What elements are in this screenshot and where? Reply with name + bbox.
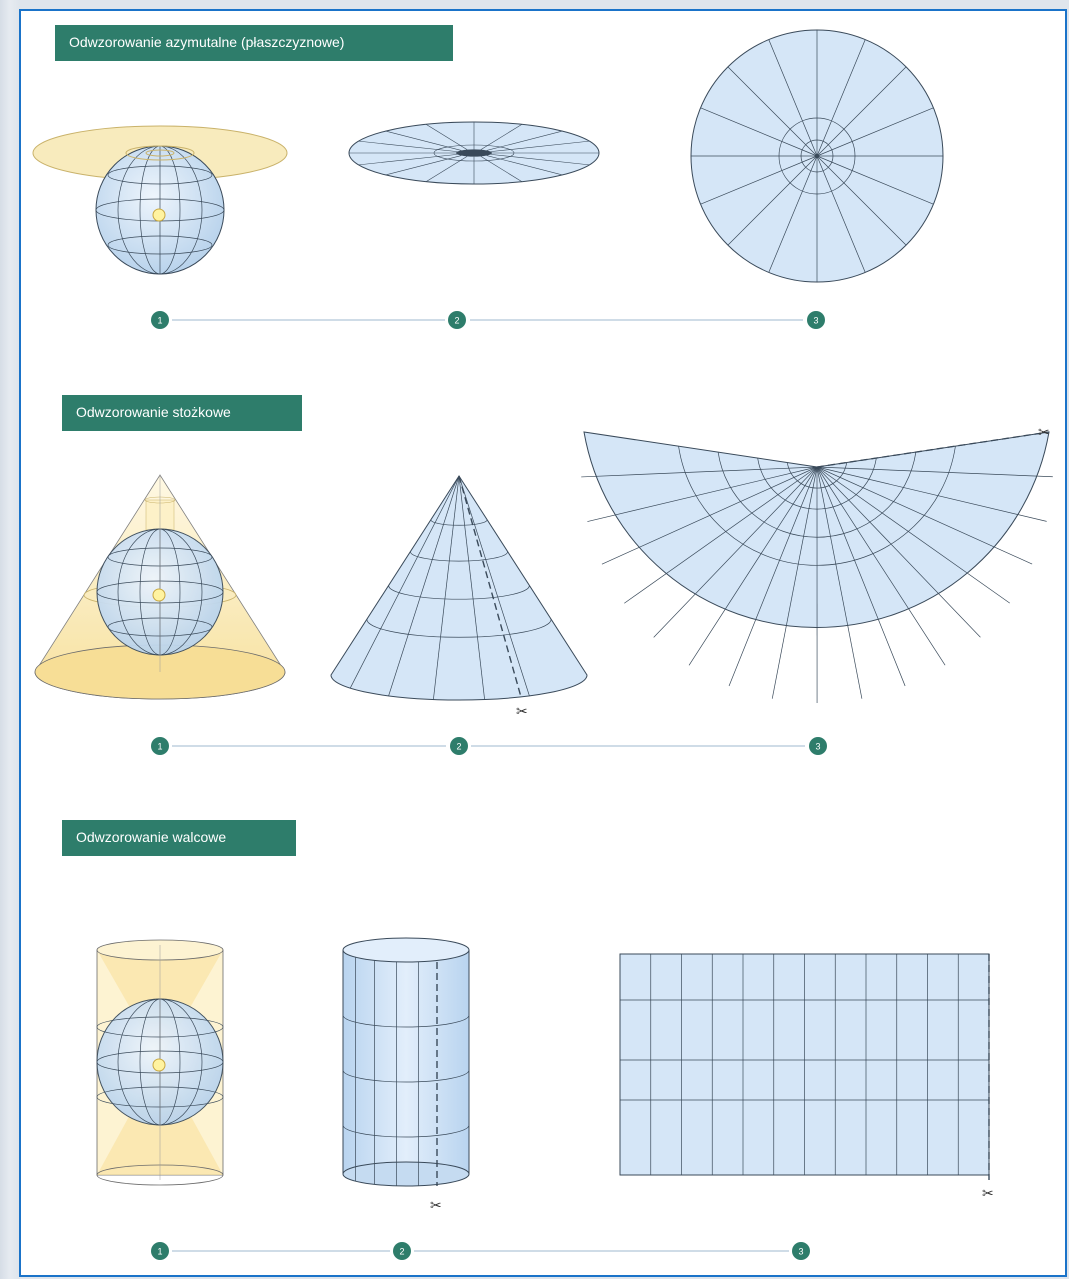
azimuthal-step1-globe-plane bbox=[32, 125, 288, 275]
meridian-line bbox=[771, 466, 818, 699]
lightbulb-icon bbox=[152, 588, 166, 602]
cylindrical-step3-rectangle: ✂ bbox=[619, 953, 994, 1201]
step-number: 2 bbox=[456, 742, 461, 752]
meridian-line bbox=[624, 466, 818, 604]
meridian-line bbox=[700, 107, 818, 157]
parallel-line bbox=[388, 585, 530, 600]
meridian-line bbox=[816, 155, 934, 205]
step-number: 2 bbox=[399, 1247, 404, 1257]
meridian-line bbox=[653, 466, 818, 638]
timeline-section2: 1 2 3 bbox=[151, 737, 827, 755]
parallel-line bbox=[786, 462, 848, 489]
parallel-line bbox=[430, 519, 488, 526]
step-number: 2 bbox=[454, 316, 459, 326]
section-title-conic: Odwzorowanie stożkowe bbox=[62, 395, 302, 431]
meridian-line bbox=[385, 130, 462, 151]
meridian-line bbox=[816, 466, 1053, 478]
step-marker-3 bbox=[807, 311, 825, 329]
meridian-line bbox=[385, 155, 462, 176]
conic-step3-unrolled: ✂ bbox=[581, 424, 1053, 704]
timeline-section3: 1 2 3 bbox=[151, 1242, 810, 1260]
meridian-line bbox=[816, 466, 906, 687]
step-number: 3 bbox=[815, 742, 820, 752]
meridian-line bbox=[816, 466, 981, 638]
meridian-line bbox=[601, 466, 818, 565]
step-marker-3 bbox=[792, 1242, 810, 1260]
meridian-line bbox=[700, 155, 818, 205]
meridian-line bbox=[768, 155, 818, 273]
meridian-line bbox=[816, 155, 866, 273]
meridian-line bbox=[816, 466, 1010, 604]
meridian-line bbox=[581, 466, 818, 478]
step-number: 1 bbox=[157, 1247, 162, 1257]
meridian-line bbox=[433, 475, 460, 700]
meridian-line bbox=[486, 130, 563, 151]
azimuthal-step3-disc bbox=[690, 29, 944, 283]
parallel-line bbox=[678, 446, 956, 566]
timeline-section1: 1 2 3 bbox=[151, 311, 825, 329]
meridian-line bbox=[490, 154, 590, 166]
meridian-line bbox=[727, 66, 818, 157]
cylindrical-step2-cylinder: ✂ bbox=[342, 937, 470, 1213]
meridian-line bbox=[816, 155, 907, 246]
step-marker-2 bbox=[450, 737, 468, 755]
lightbulb-icon bbox=[152, 208, 166, 222]
step-number: 1 bbox=[157, 742, 162, 752]
meridian-line bbox=[486, 155, 563, 176]
meridian-line bbox=[816, 66, 907, 157]
step-marker-3 bbox=[809, 737, 827, 755]
meridian-line bbox=[458, 475, 530, 696]
meridian-line bbox=[816, 39, 866, 157]
meridian-line bbox=[358, 154, 458, 166]
step-marker-2 bbox=[393, 1242, 411, 1260]
meridian-line bbox=[349, 475, 460, 689]
meridian-line bbox=[728, 466, 818, 687]
cylindrical-step1-globe-cylinder bbox=[96, 939, 224, 1186]
azimuthal-step2-plane bbox=[348, 121, 600, 185]
meridian-line bbox=[816, 466, 863, 699]
scissors-icon: ✂ bbox=[1038, 424, 1050, 440]
meridian-line bbox=[388, 475, 460, 696]
parallel-line bbox=[342, 1069, 470, 1083]
meridian-line bbox=[458, 475, 485, 700]
meridian-line bbox=[816, 466, 1033, 565]
step-number: 3 bbox=[813, 316, 818, 326]
scissors-icon: ✂ bbox=[430, 1197, 442, 1213]
meridian-line bbox=[490, 140, 590, 152]
step-number: 1 bbox=[157, 316, 162, 326]
parallel-line bbox=[717, 452, 917, 538]
step-number: 3 bbox=[798, 1247, 803, 1257]
step-marker-1 bbox=[151, 737, 169, 755]
conic-step2-cone: ✂ bbox=[330, 475, 588, 719]
meridian-line bbox=[768, 39, 818, 157]
step-marker-1 bbox=[151, 311, 169, 329]
parallel-line bbox=[366, 619, 552, 638]
lightbulb-icon bbox=[152, 1058, 166, 1072]
step-marker-2 bbox=[448, 311, 466, 329]
meridian-line bbox=[816, 466, 946, 666]
meridian-line bbox=[688, 466, 818, 666]
meridian-line bbox=[358, 140, 458, 152]
meridian-line bbox=[816, 466, 1047, 522]
section-title-cylindrical: Odwzorowanie walcowe bbox=[62, 820, 296, 856]
parallel-line bbox=[342, 1124, 470, 1138]
conic-step1-globe-cone bbox=[34, 474, 286, 700]
step-marker-1 bbox=[151, 1242, 169, 1260]
scissors-icon: ✂ bbox=[516, 703, 528, 719]
parallel-line bbox=[342, 1014, 470, 1028]
section-title-azimuthal: Odwzorowanie azymutalne (płaszczyznowe) bbox=[55, 25, 453, 61]
meridian-line bbox=[587, 466, 818, 522]
meridian-line bbox=[816, 107, 934, 157]
parallel-line bbox=[757, 457, 877, 510]
meridian-line bbox=[727, 155, 818, 246]
parallel-line bbox=[410, 551, 508, 562]
scissors-icon: ✂ bbox=[982, 1185, 994, 1201]
